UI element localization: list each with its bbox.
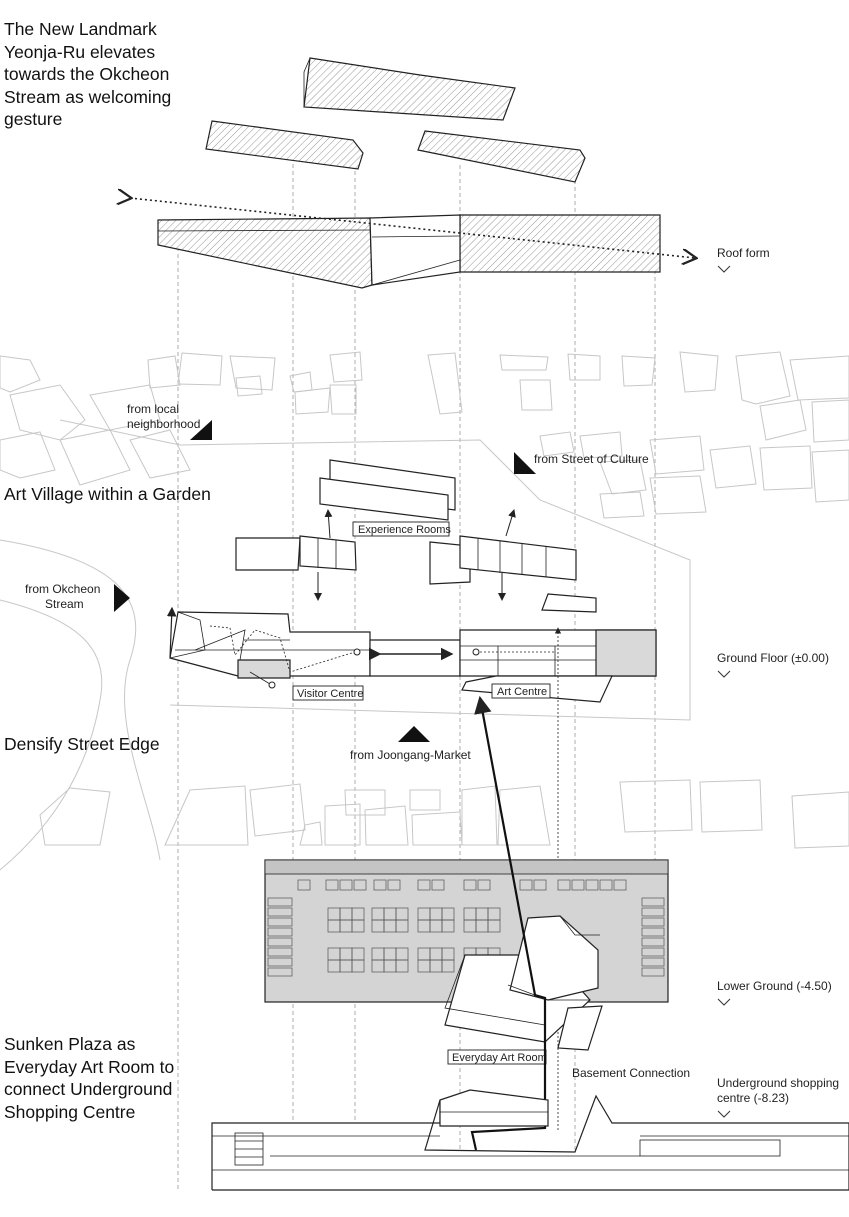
parking-bay: [267, 917, 293, 927]
heading-sunken-plaza: Sunken Plaza as Everyday Art Room to con…: [4, 1034, 175, 1122]
parking-bay: [297, 879, 311, 891]
approach-okcheon-1: from Okcheon: [25, 582, 100, 596]
approach-local-2: neighborhood: [127, 417, 200, 431]
triangle-arrow-icon: [398, 726, 430, 742]
parking-bay: [339, 879, 353, 891]
svg-text:Art Centre: Art Centre: [497, 686, 547, 698]
triangle-arrow-icon: [114, 584, 130, 612]
chevron-down-icon: [717, 670, 731, 678]
svg-text:Visitor Centre: Visitor Centre: [297, 688, 363, 700]
underground-shopping-plan: [211, 1089, 849, 1191]
parking-bay: [351, 959, 365, 973]
level-label-ground: Ground Floor (±0.00): [717, 651, 829, 665]
parking-bay: [267, 967, 293, 977]
label-everyday-art-room: Everyday Art Room: [447, 1049, 547, 1065]
parking-bay: [351, 919, 365, 933]
svg-text:Experience Rooms: Experience Rooms: [358, 524, 451, 536]
parking-bay: [267, 937, 293, 947]
level-label-underground-2: centre (-8.23): [717, 1091, 789, 1105]
parking-bay: [641, 937, 665, 947]
parking-bay: [487, 919, 501, 933]
parking-bay: [599, 879, 613, 891]
approach-market: from Joongang-Market: [350, 748, 471, 762]
parking-bay: [267, 927, 293, 937]
level-label-underground-1: Underground shopping: [717, 1076, 839, 1090]
approach-local-1: from local: [127, 402, 179, 416]
svg-text:Everyday Art Room: Everyday Art Room: [452, 1052, 547, 1064]
parking-bay: [519, 879, 533, 891]
parking-bay: [387, 879, 401, 891]
parking-bay: [477, 879, 491, 891]
triangle-arrow-icon: [514, 452, 536, 474]
parking-bay: [641, 947, 665, 957]
chevron-down-icon: [717, 1110, 731, 1118]
parking-bay: [395, 959, 409, 973]
triangle-arrow-icon: [190, 420, 212, 440]
parking-bay: [441, 919, 455, 933]
parking-bay: [267, 957, 293, 967]
ground-floor-plan: [166, 606, 657, 1130]
parking-bay: [571, 879, 585, 891]
parking-bay: [533, 879, 547, 891]
parking-bay: [325, 879, 339, 891]
parking-bay: [641, 957, 665, 967]
label-art-centre: Art Centre: [491, 683, 551, 699]
label-experience-rooms: Experience Rooms: [352, 521, 451, 537]
label-basement-connection: Basement Connection: [572, 1066, 690, 1080]
heading-landmark: The New Landmark Yeonja-Ru elevates towa…: [4, 19, 172, 129]
context-blocks-lower: [39, 779, 849, 849]
label-visitor-centre: Visitor Centre: [292, 685, 364, 701]
parking-bay: [267, 907, 293, 917]
level-label-roof: Roof form: [717, 246, 770, 260]
parking-bay: [417, 879, 431, 891]
context-blocks-upper: [0, 351, 849, 871]
parking-bay: [585, 879, 599, 891]
roof-form: [130, 57, 695, 289]
parking-bay: [641, 907, 665, 917]
parking-bay: [613, 879, 627, 891]
parking-bay: [441, 959, 455, 973]
approach-culture: from Street of Culture: [534, 452, 649, 466]
parking-bay: [373, 879, 387, 891]
experience-rooms: [235, 459, 597, 613]
parking-bay: [353, 879, 367, 891]
approach-okcheon-2: Stream: [45, 597, 84, 611]
approach-markers: [114, 420, 536, 742]
level-label-lower-ground: Lower Ground (-4.50): [717, 979, 832, 993]
parking-bay: [267, 897, 293, 907]
parking-bay: [267, 947, 293, 957]
circulation-path: [470, 695, 547, 1151]
parking-bay: [641, 917, 665, 927]
parking-bay: [395, 919, 409, 933]
chevron-down-icon: [717, 998, 731, 1006]
chevron-down-icon: [717, 265, 731, 273]
parking-bay: [431, 879, 445, 891]
parking-bay: [463, 879, 477, 891]
heading-art-village: Art Village within a Garden: [4, 484, 211, 504]
parking-bay: [557, 879, 571, 891]
parking-bay: [641, 967, 665, 977]
parking-bay: [641, 927, 665, 937]
parking-bay: [641, 897, 665, 907]
lower-ground-plan: [264, 859, 669, 1051]
